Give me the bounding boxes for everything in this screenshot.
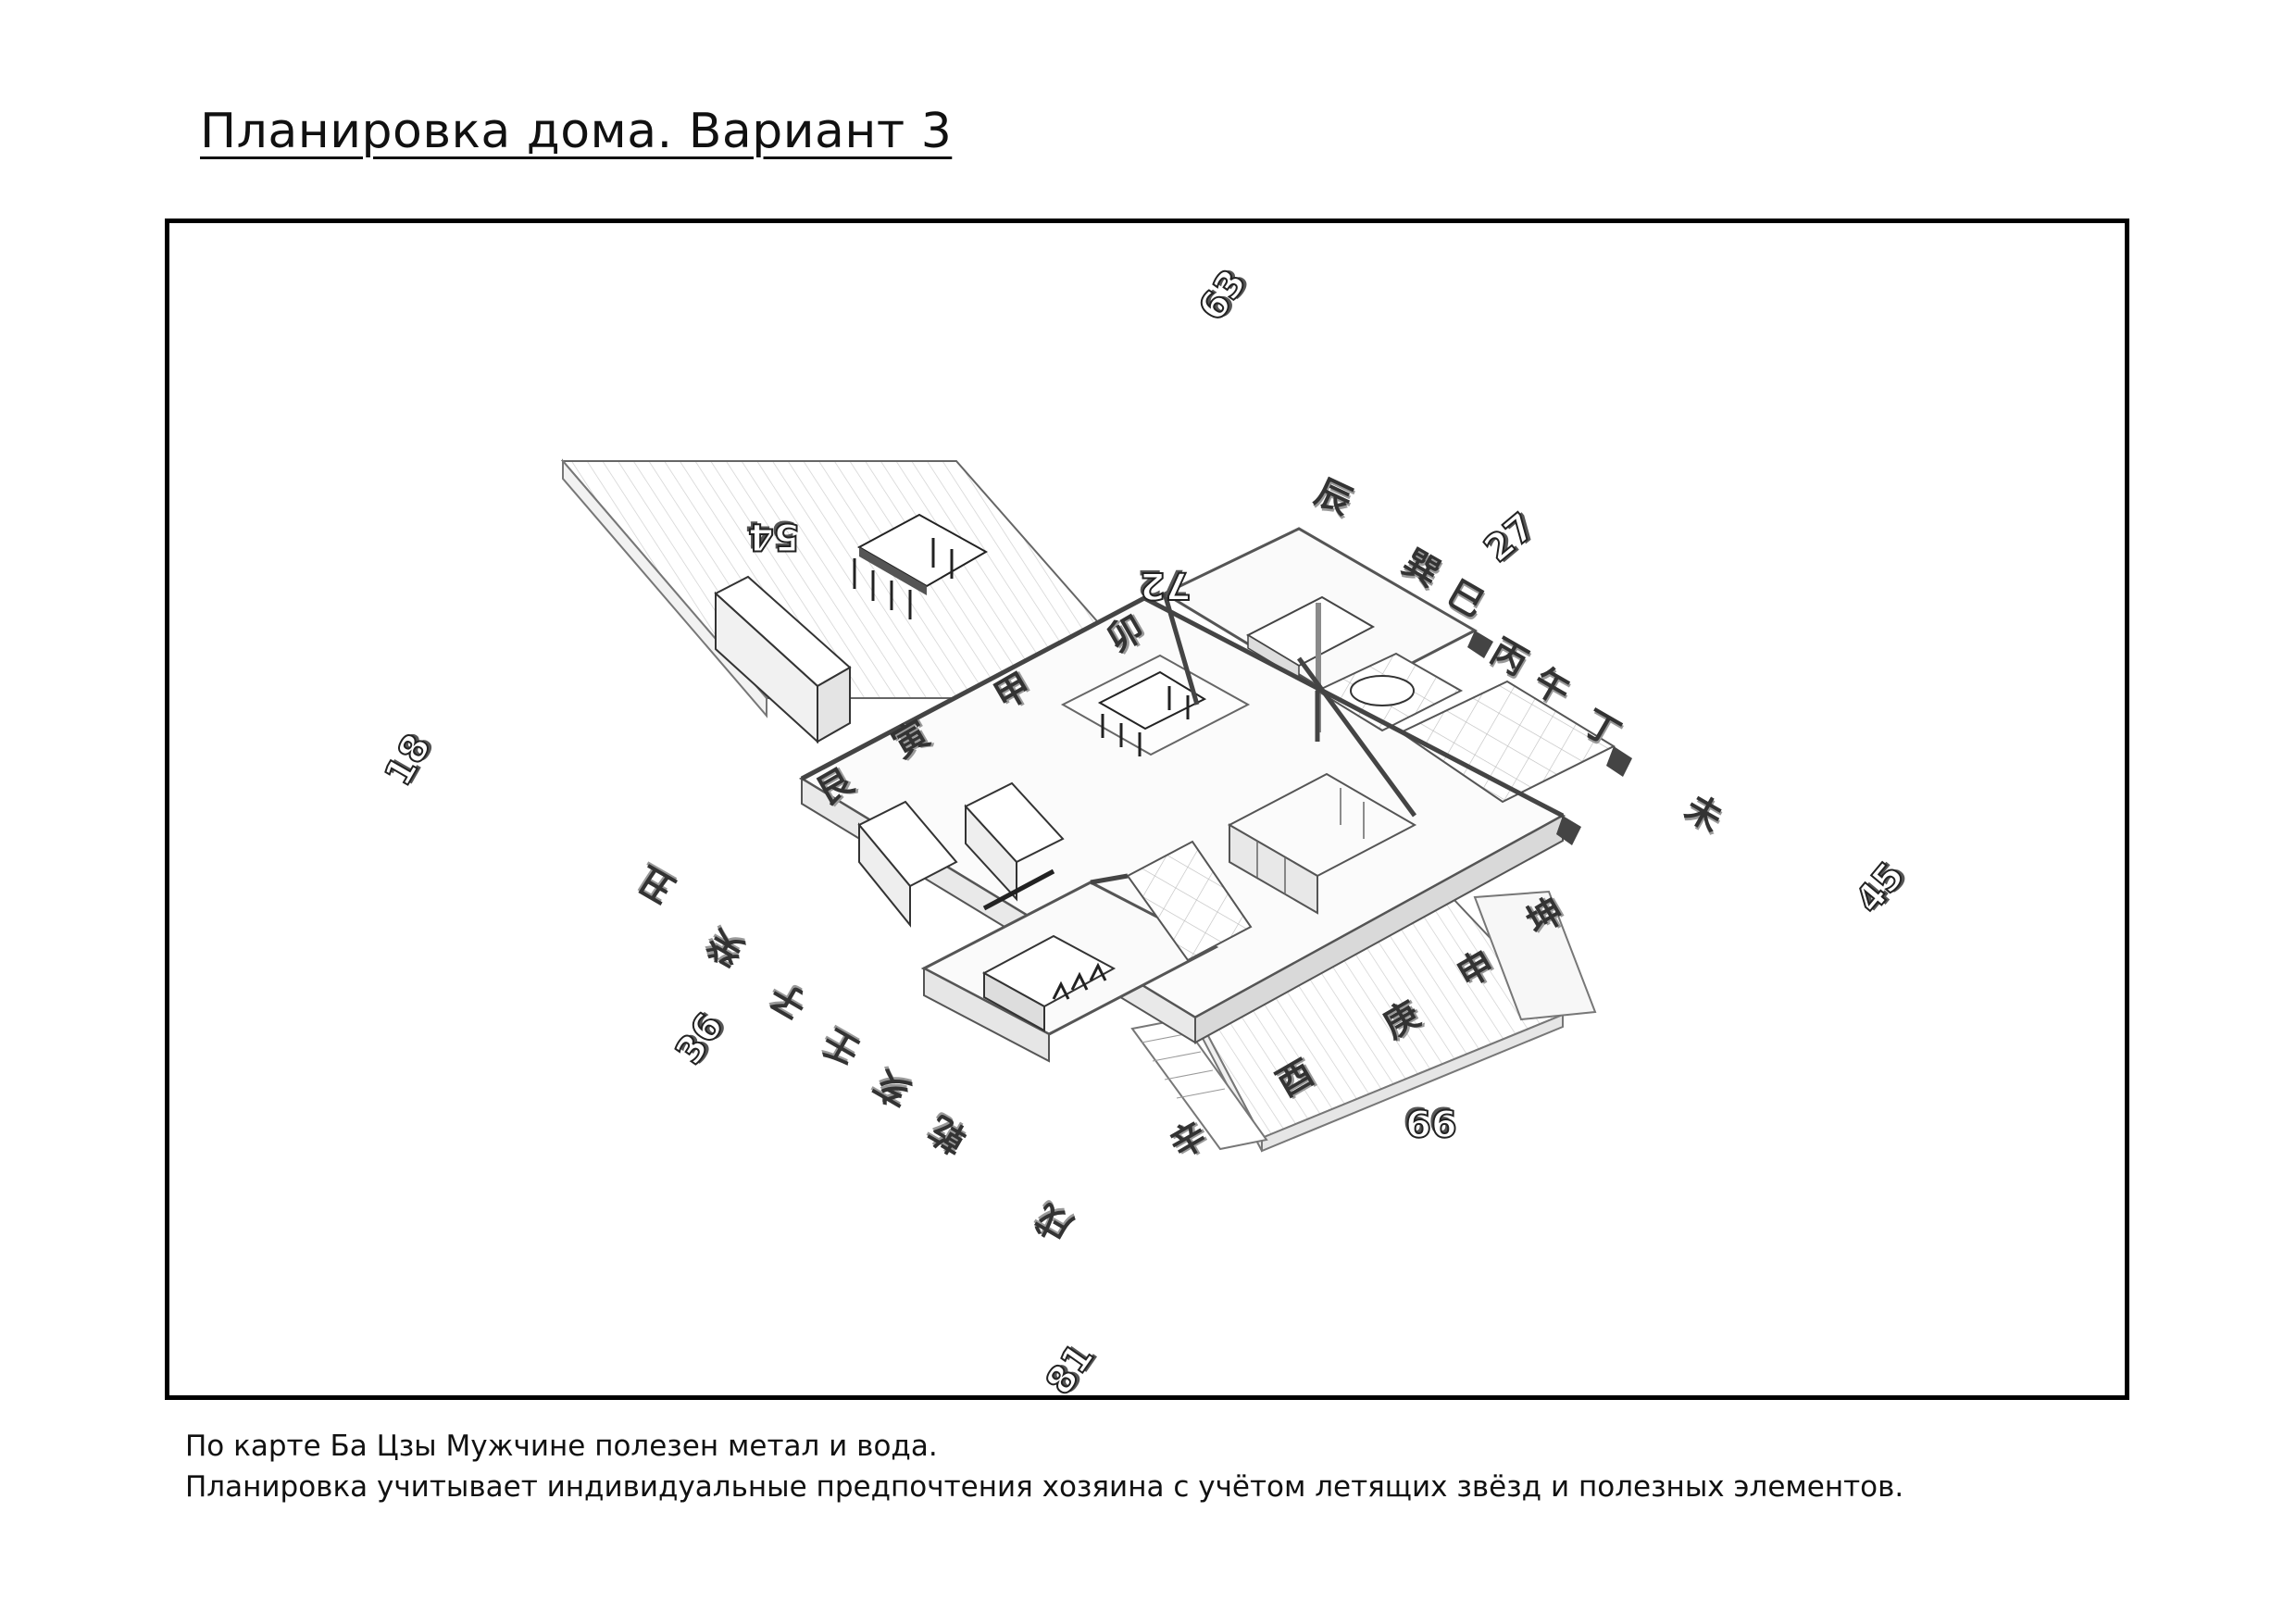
star-label-54: 54 <box>747 514 801 558</box>
wall-shadows <box>1467 631 1632 845</box>
notes: По карте Ба Цзы Мужчине полезен метал и … <box>185 1426 1903 1507</box>
interior-walls <box>800 593 1565 885</box>
dining-area <box>1060 654 1251 756</box>
living-sofas <box>857 781 1065 928</box>
isometric-house-plan <box>560 458 1632 1153</box>
corridor <box>1126 840 1253 962</box>
page-title: Планировка дома. Вариант 3 <box>200 104 953 159</box>
star-label-72: 72 <box>1139 563 1192 607</box>
bathroom <box>1315 652 1616 804</box>
wardrobe-room <box>1227 772 1417 915</box>
note-line-2: Планировка учитывает индивидуальные пред… <box>185 1470 1904 1504</box>
dining-table-terrace <box>853 513 989 619</box>
kitchen <box>920 881 1219 1063</box>
sofa-terrace <box>714 575 852 744</box>
terrace-upper <box>560 458 1167 718</box>
star-label-99: 99 <box>1404 1100 1458 1144</box>
note-line-1: По карте Ба Цзы Мужчине полезен метал и … <box>185 1430 938 1463</box>
plan-frame: 63 54 27 18 45 36 99 81 72 辰 巽 巳 丙 午 丁 未… <box>165 219 2129 1400</box>
